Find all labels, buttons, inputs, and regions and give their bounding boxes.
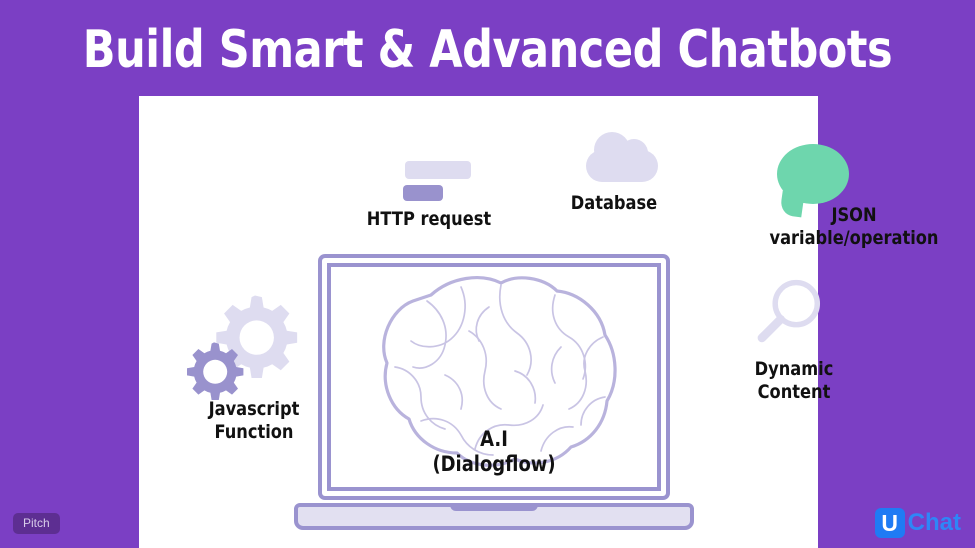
node-label-database: Database: [570, 192, 658, 214]
node-label-json: JSON variable/operation: [745, 204, 964, 250]
node-label-javascript: Javascript Function: [164, 398, 345, 444]
uchat-logo: U Chat: [874, 508, 961, 538]
uchat-logo-wordmark: Chat: [907, 509, 961, 536]
pitch-badge[interactable]: Pitch: [13, 513, 60, 534]
page-title: Build Smart & Advanced Chatbots: [82, 20, 893, 80]
node-label-dynamic-line1: Dynamic: [754, 358, 834, 380]
http-bar-bottom-icon: [403, 185, 443, 201]
laptop-lid: A.I (Dialogflow): [318, 254, 670, 500]
laptop-screen: A.I (Dialogflow): [327, 263, 661, 491]
node-label-dynamic-content: Dynamic Content: [704, 358, 885, 404]
node-label-http-request: HTTP request: [366, 208, 492, 230]
gear-large-icon: [216, 295, 298, 378]
node-label-ai: A.I (Dialogflow): [339, 427, 649, 477]
laptop-icon: A.I (Dialogflow): [294, 254, 694, 530]
laptop-base: [294, 503, 694, 530]
node-label-javascript-line2: Function: [214, 421, 294, 443]
gear-small-icon: [187, 342, 244, 400]
brain-icon: [382, 276, 617, 467]
laptop-notch: [450, 503, 538, 511]
node-label-javascript-line1: Javascript: [208, 398, 300, 420]
diagram-card: HTTP request Database JSON variable/oper…: [139, 96, 939, 548]
node-label-dynamic-line2: Content: [757, 381, 831, 403]
node-label-json-line2: variable/operation: [769, 227, 939, 249]
node-label-ai-line2: (Dialogflow): [432, 452, 556, 476]
node-label-json-line1: JSON: [831, 204, 877, 226]
cloud-icon: [586, 132, 658, 182]
magnifier-icon: [757, 279, 821, 343]
speech-bubble-icon: [777, 144, 849, 204]
node-label-ai-line1: A.I: [480, 427, 508, 451]
http-bar-top-icon: [405, 161, 471, 179]
uchat-logo-mark: U: [874, 508, 905, 538]
